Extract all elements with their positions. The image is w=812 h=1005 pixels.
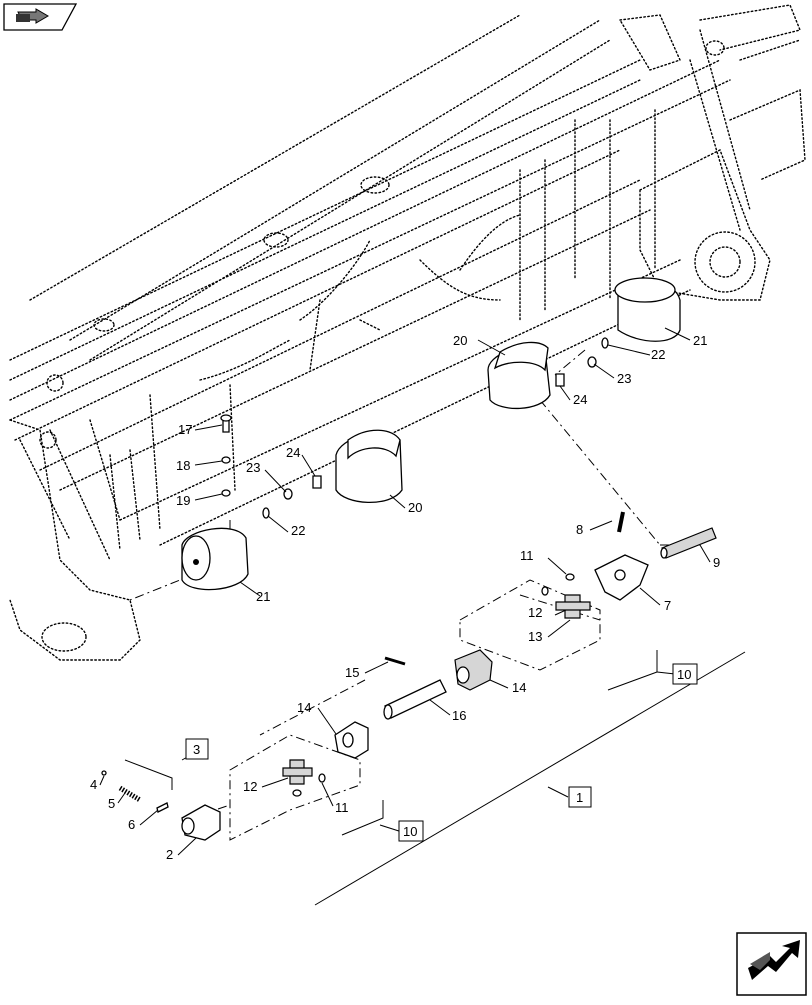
part-21-right [614,277,681,342]
callout-12: 12 [528,605,542,620]
part-12-cross-left [282,759,313,785]
callout-19: 19 [176,493,190,508]
callout-18: 18 [176,458,190,473]
part-12-cross-right [555,594,591,619]
callout-7: 7 [664,598,671,613]
callout-23: 23 [246,460,260,475]
part-15-pin [384,656,406,666]
callout-21: 21 [256,589,270,604]
svg-text:10: 10 [677,667,691,682]
callout-24: 24 [286,445,300,460]
callout-11: 11 [520,548,534,563]
callout-20: 20 [453,333,467,348]
part-11-circlips-left [292,773,326,797]
part-22-left [262,507,270,519]
part-24-left [312,475,322,489]
part-11-circlips-right [541,573,575,596]
part-16-tube [383,679,447,720]
view-orientation-icon[interactable] [3,3,78,31]
callout-2: 2 [166,847,173,862]
part-9-shaft [660,527,717,559]
box-3[interactable]: 3 [185,738,209,760]
callout-11: 11 [335,800,349,815]
part-21-left [181,527,249,591]
part-14-yoke-upper [454,649,493,691]
callout-4: 4 [90,777,97,792]
callout-14: 14 [512,680,526,695]
callout-17: 17 [178,422,192,437]
header-frame-background [9,4,806,661]
callout-14: 14 [297,700,311,715]
part-24-right [555,373,565,387]
callout-5: 5 [108,796,115,811]
next-page-arrow-icon[interactable] [736,932,807,996]
callout-labels: 17 18 19 23 24 22 20 21 20 21 22 23 24 8… [90,333,720,862]
part-14-yoke-lower [334,721,369,759]
callout-12: 12 [243,779,257,794]
svg-text:10: 10 [403,824,417,839]
part-6-pin [156,802,169,813]
part-18-washer [221,456,231,464]
part-20-left [335,429,403,504]
part-5-spring [118,785,142,803]
callout-24: 24 [573,392,587,407]
box-1[interactable]: 1 [568,786,592,808]
box-10-upper[interactable]: 10 [672,663,698,685]
part-2-yoke [181,804,221,841]
part-19-washer [221,489,231,497]
svg-text:3: 3 [193,742,200,757]
callout-22: 22 [291,523,305,538]
part-7-yoke [594,554,649,601]
callout-20: 20 [408,500,422,515]
part-17-bolt [220,414,232,433]
callout-6: 6 [128,817,135,832]
part-22-right [601,337,609,349]
box-10-lower[interactable]: 10 [398,820,424,842]
part-8-pin [617,511,625,533]
callout-22: 22 [651,347,665,362]
callout-23: 23 [617,371,631,386]
callout-15: 15 [345,665,359,680]
callout-16: 16 [452,708,466,723]
callout-13: 13 [528,629,542,644]
leader-lines [99,327,746,906]
part-4-ball [101,770,107,776]
part-23-right [587,356,597,368]
callout-8: 8 [576,522,583,537]
callout-21: 21 [693,333,707,348]
part-20-right [487,341,551,410]
callout-9: 9 [713,555,720,570]
svg-text:1: 1 [576,790,583,805]
